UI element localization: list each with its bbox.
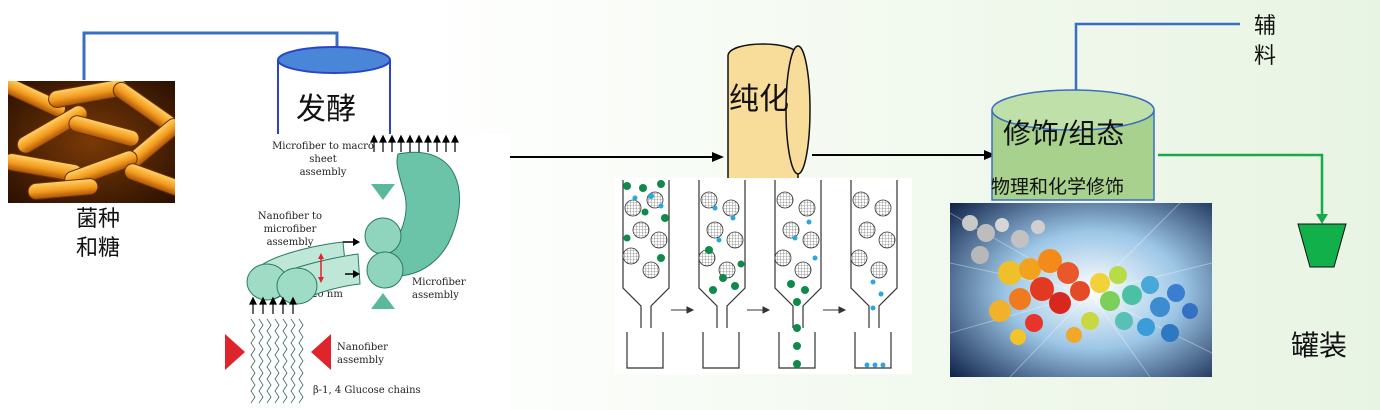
purification-label: 纯化 (729, 82, 789, 117)
purification-drum (727, 43, 811, 180)
red-arrow-left (225, 334, 245, 370)
microfiber-label-line2: assembly (412, 290, 459, 301)
bacteria-image (8, 81, 175, 203)
teal-triangle-bottom (371, 293, 395, 309)
nanofiber-end-2 (276, 267, 318, 305)
excipients-line1: 辅 (1254, 14, 1277, 39)
microfiber-cross-1 (364, 217, 402, 255)
cellulose-fiber-diagram: Microfiber to macro sheet assembly Nanof… (223, 134, 510, 410)
micro-assembly-label: Nanofiber to microfiber assembly (235, 210, 345, 249)
strain-label-line2: 和糖 (75, 236, 120, 261)
chromatography-drawing (622, 180, 898, 369)
strain-label: 菌种 和糖 (66, 205, 130, 263)
microfiber-assembly-label: Microfiber assembly (412, 276, 466, 302)
red-arrow-right (311, 334, 331, 370)
filling-line (1158, 153, 1324, 218)
fermentation-label: 发酵 (296, 92, 356, 127)
nanofiber-assembly-label: Nanofiber assembly (337, 341, 388, 367)
excipient-line (1074, 22, 1240, 108)
nanofiber-label-line1: Nanofiber (337, 342, 388, 353)
molecule-image (950, 203, 1212, 377)
arrow-purify-modify-head (984, 150, 996, 160)
excipients-label: 辅 料 (1254, 12, 1276, 72)
filling-cup (1297, 223, 1347, 268)
upward-arrows-bottom (249, 296, 297, 314)
fermenter-tank (277, 46, 391, 141)
size-label: 20 nm (311, 289, 343, 300)
macro-label-line1: Microfiber to macro sheet (272, 141, 374, 165)
excipients-line2: 料 (1254, 44, 1277, 69)
microfiber-label-line1: Microfiber (412, 277, 466, 288)
fiber-drawing (225, 134, 461, 404)
micro-label-line2: assembly (266, 237, 314, 248)
chromatography-diagram (615, 178, 912, 374)
strain-label-line1: 菌种 (75, 207, 120, 232)
filling-arrowhead (1316, 214, 1328, 224)
teal-triangle-top (371, 184, 395, 200)
modification-sublabel: 物理和化学修饰 (991, 176, 1125, 198)
nanofiber-label-line2: assembly (337, 355, 384, 366)
micro-label-line1: Nanofiber to microfiber (257, 211, 323, 235)
macro-assembly-label: Microfiber to macro sheet assembly (263, 140, 383, 179)
filling-label: 罐装 (1291, 329, 1348, 362)
arrow-ferment-purify-head (712, 152, 724, 162)
glucose-chains (250, 318, 304, 404)
upward-arrows-top (370, 134, 459, 152)
glucose-chain-label: β-1, 4 Glucose chains (313, 385, 421, 396)
microfiber-cross-2 (366, 251, 404, 289)
modification-tank (991, 89, 1155, 201)
macro-label-line2: assembly (299, 167, 347, 178)
modification-label: 修饰/组态 (1003, 117, 1125, 150)
